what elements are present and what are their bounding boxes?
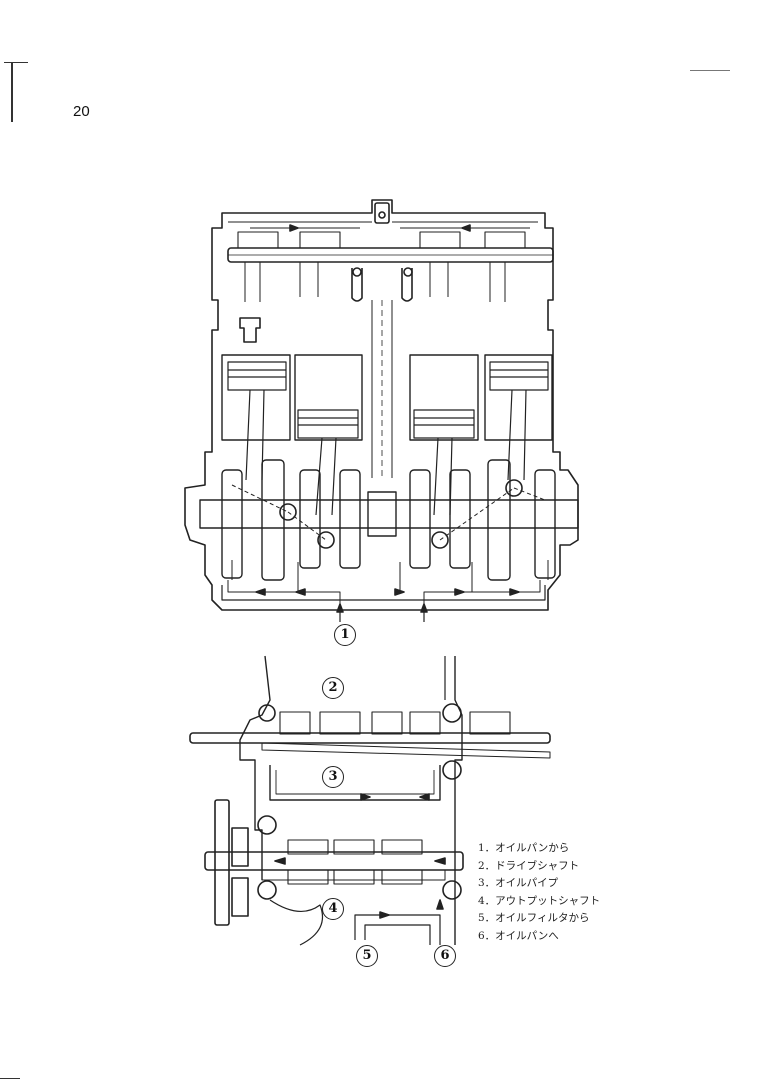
crop-mark-horizontal (4, 62, 28, 64)
legend-item: 1．オイルパンから (478, 842, 570, 854)
legend-item: 3．オイルパイプ (478, 877, 559, 889)
page-number: 20 (73, 103, 90, 120)
legend-item: 4．アウトプットシャフト (478, 894, 601, 907)
legend-item: 2．ドライブシャフト (478, 859, 580, 872)
callout-6: 6 (434, 945, 456, 967)
crop-mark-vertical (11, 62, 13, 122)
callout-3: 3 (322, 766, 344, 788)
callout-2: 2 (322, 677, 344, 699)
legend: 1．オイルパンから 2．ドライブシャフト 3．オイルパイプ 4．アウトプットシャ… (478, 840, 600, 945)
legend-item: 6．オイルパンへ (478, 929, 559, 942)
crop-mark-bottom-left (0, 1078, 20, 1080)
callout-1: 1 (334, 624, 356, 646)
callout-4: 4 (322, 898, 344, 920)
engine-cross-section (184, 199, 579, 622)
crop-mark-top-right (690, 70, 730, 71)
callout-5: 5 (356, 945, 378, 967)
transmission-section (189, 655, 551, 946)
legend-item: 5．オイルフィルタから (478, 912, 590, 924)
